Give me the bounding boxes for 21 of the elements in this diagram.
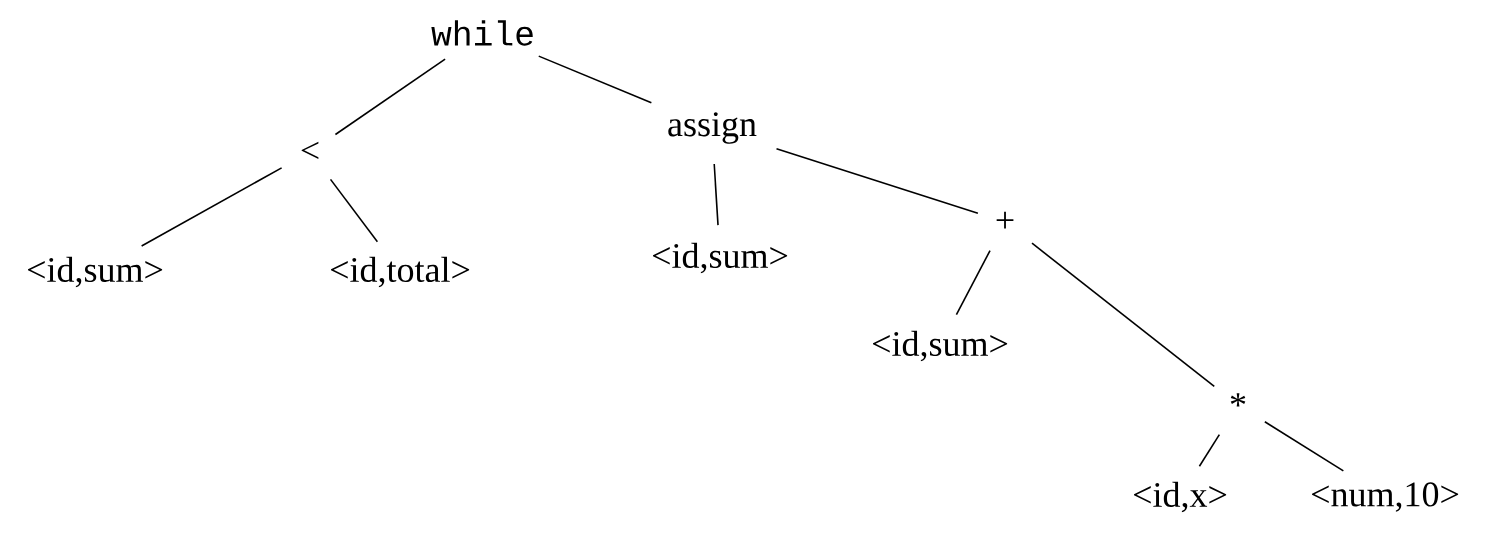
tree-node-label: assign (668, 112, 757, 144)
tree-edge (1198, 433, 1221, 467)
tree-edge (334, 58, 446, 136)
tree-edge (1264, 421, 1345, 472)
tree-edge (140, 167, 283, 247)
tree-edge (329, 178, 379, 243)
tree-edge (955, 249, 991, 316)
tree-edge (537, 55, 653, 104)
tree-edge (713, 163, 719, 226)
tree-node-label: <id,total> (331, 256, 470, 288)
tree-node-label: while (431, 20, 533, 46)
tree-node-label: <id,sum> (873, 330, 1008, 362)
tree-node-label: <id,sum> (28, 256, 163, 288)
tree-edge (1031, 242, 1216, 388)
tree-node-label: * (1230, 393, 1246, 407)
tree-node-label: <num,10> (1312, 482, 1459, 512)
tree-node-label: <id,sum> (653, 242, 788, 274)
tree-node-label: + (996, 211, 1014, 229)
tree-node-label: <id,x> (1134, 481, 1227, 513)
tree-node-label: < (301, 141, 319, 160)
tree-edge (775, 147, 979, 215)
